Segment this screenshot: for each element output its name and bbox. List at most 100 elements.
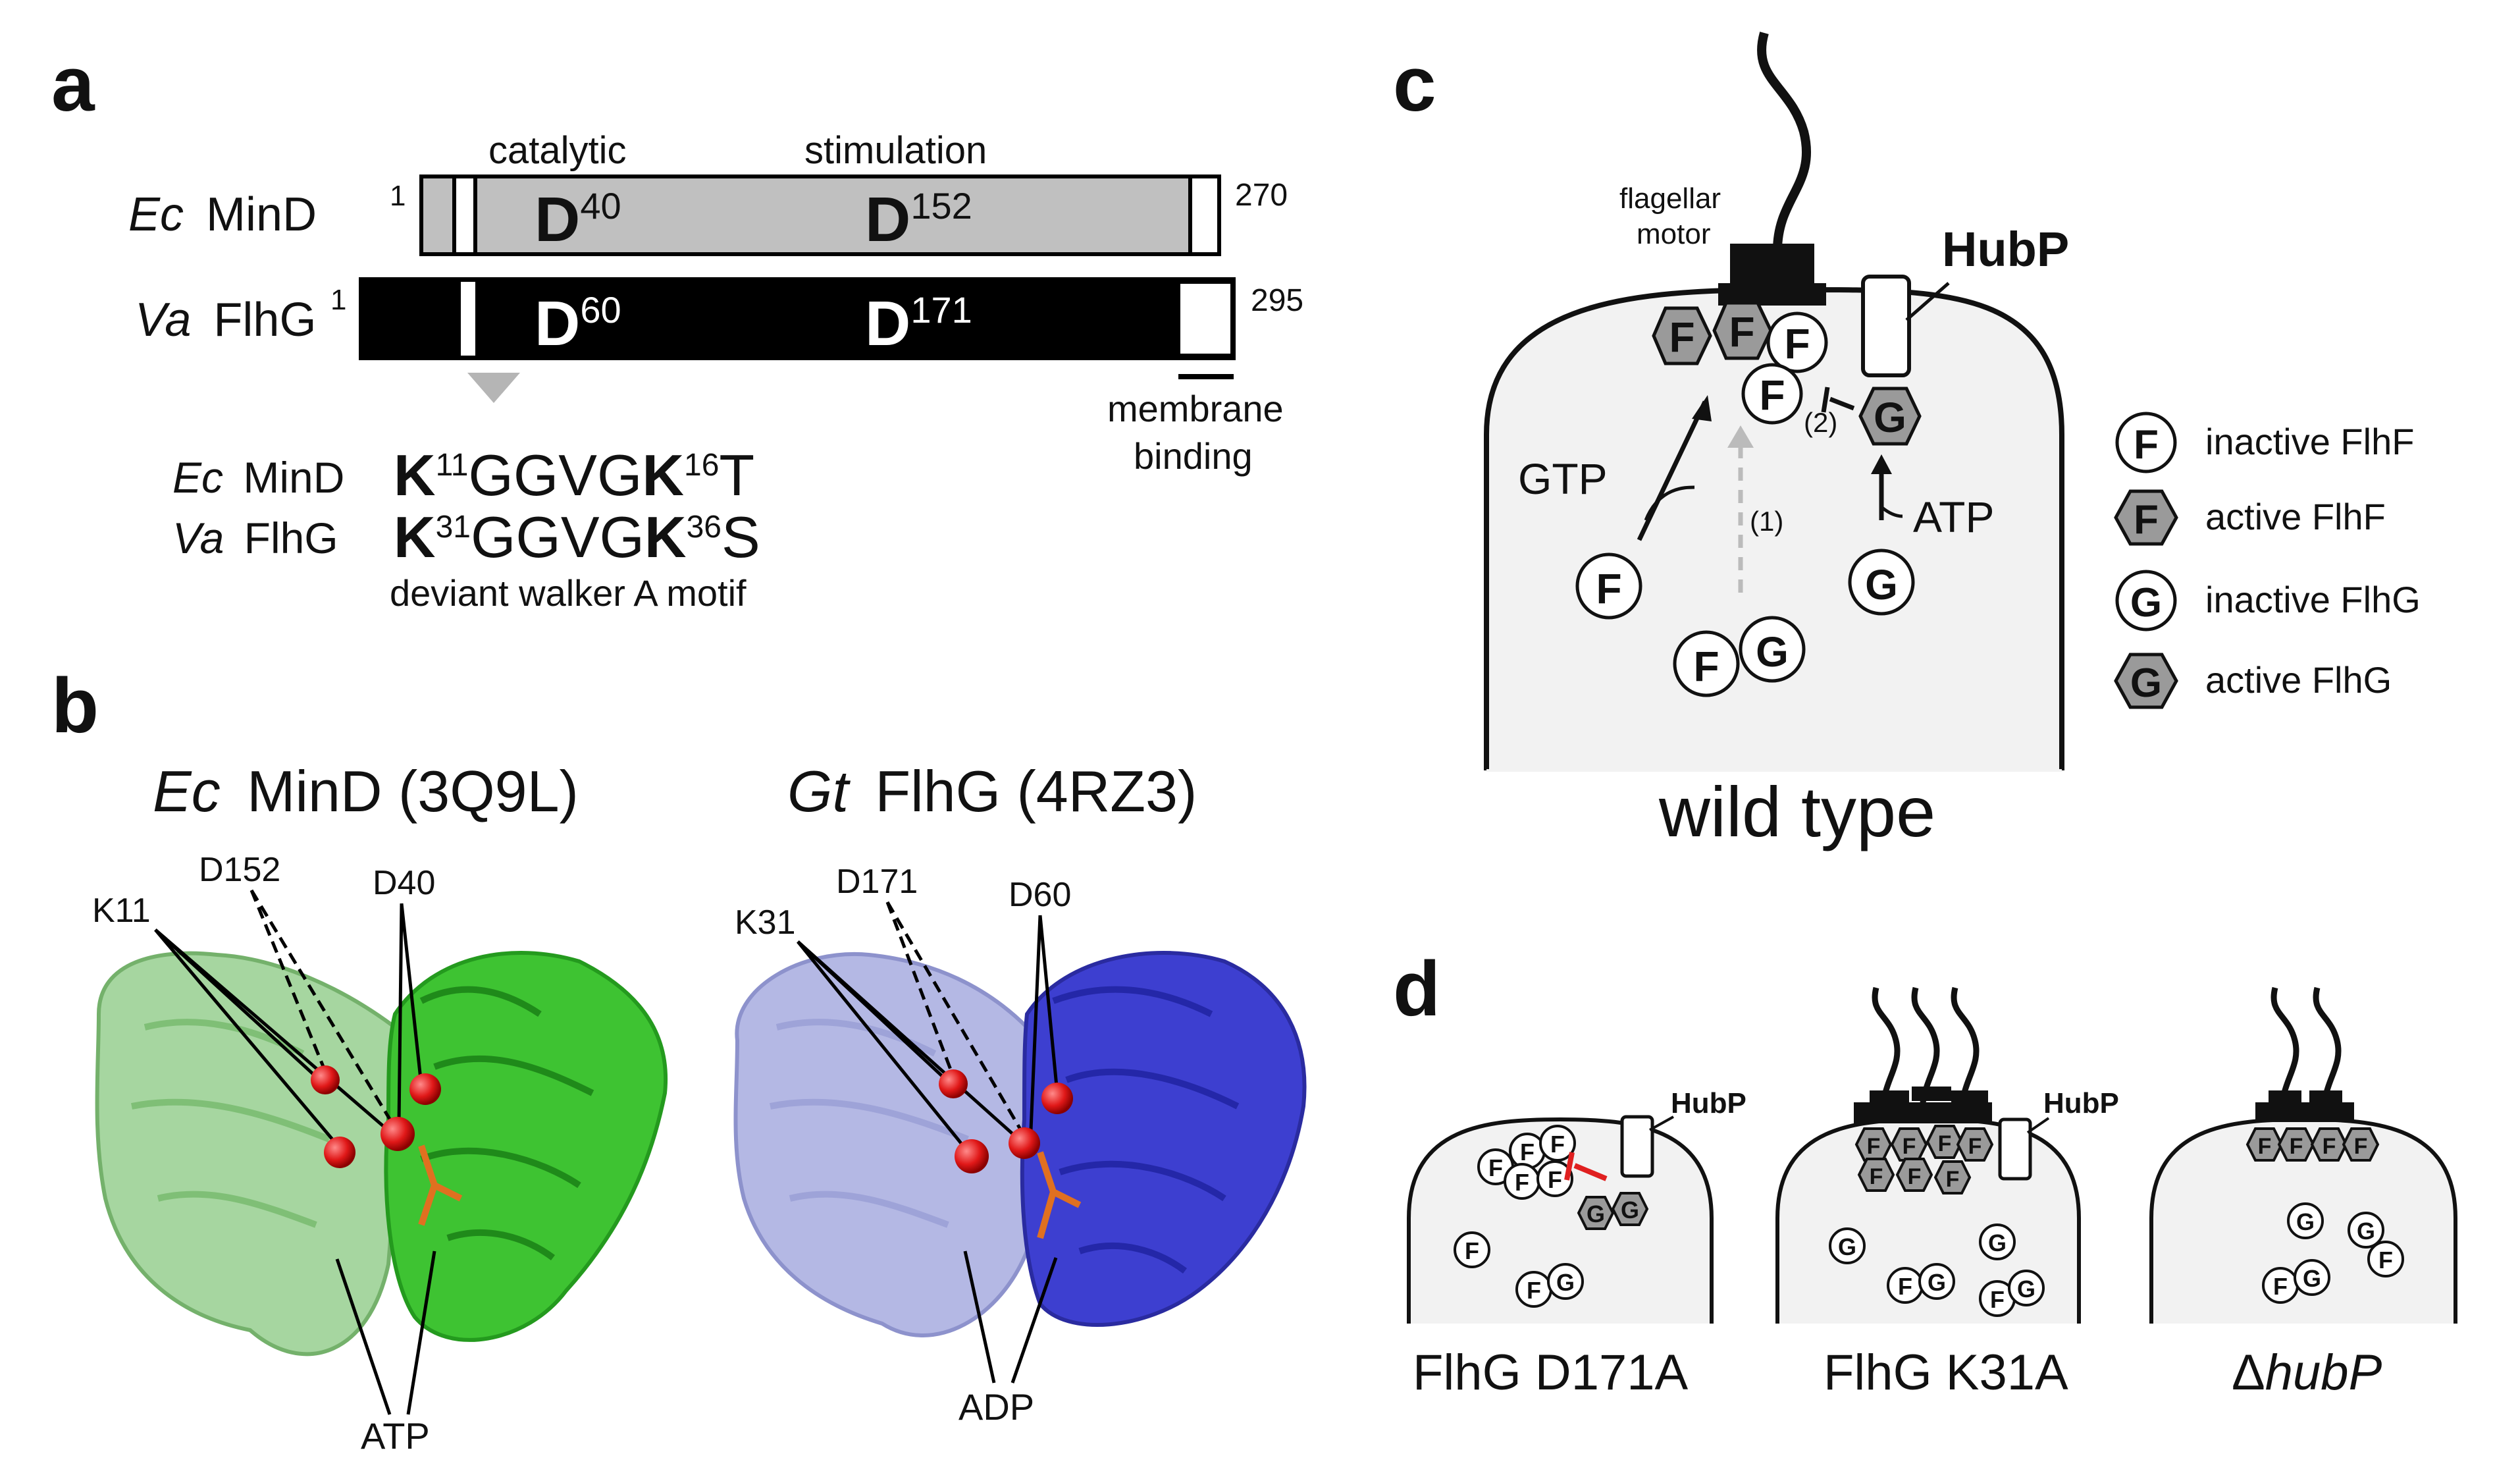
step-1-label: (1) (1750, 506, 1783, 537)
hubp-box-k31a (1998, 1117, 2032, 1181)
flhg-residue-ball-4 (1041, 1083, 1073, 1114)
svg-text:F: F (1548, 1166, 1562, 1193)
flhg-row-label: Va FlhG (135, 294, 316, 346)
flhg-chain-light (733, 952, 1039, 1337)
motif-caption: deviant walker A motif (390, 572, 747, 614)
motif-flhg-label: Va FlhG (172, 514, 338, 562)
svg-text:inactive FlhF: inactive FlhF (2205, 421, 2414, 462)
flhg-domain-bar (359, 277, 1236, 360)
mind-residue-d40: D40 (535, 184, 621, 255)
svg-text:F: F (1527, 1277, 1541, 1304)
cytoplasmic-flhg: G (1848, 549, 1915, 616)
svg-text:active FlhF: active FlhF (2205, 496, 2386, 537)
mind-membrane-box (1188, 175, 1221, 256)
step-1-arrowhead (1727, 425, 1754, 448)
svg-text:G: G (1587, 1200, 1605, 1227)
svg-text:F: F (2134, 497, 2159, 543)
active-flhf-hex-2: F (1712, 301, 1773, 360)
svg-text:F: F (1968, 1134, 1982, 1159)
inactive-flhf-circle-motor: F (1766, 311, 1828, 373)
svg-text:F: F (2290, 1134, 2303, 1159)
flhg-structure-title: Gt FlhG (4RZ3) (787, 759, 1197, 824)
svg-text:F: F (1870, 1164, 1883, 1189)
svg-text:F: F (1729, 308, 1754, 356)
mind-chain-light (95, 951, 400, 1356)
cell-d171a: HubP F F F F F G G F F G (1407, 1087, 1746, 1324)
mind-label-d40: D40 (373, 864, 435, 902)
flagellum (1756, 32, 1812, 251)
hubp-box (1861, 275, 1911, 377)
stimulation-header: stimulation (804, 129, 987, 172)
flhg-end-number: 295 (1251, 283, 1303, 318)
membrane-label-line1: membrane (1107, 388, 1284, 429)
flhf-flhg-complex: F G (1673, 616, 1806, 697)
flhg-membrane-box (1176, 280, 1234, 358)
hubp-box-d171a (1620, 1115, 1654, 1178)
step-2-label: (2) (1804, 407, 1837, 438)
flhg-helix-detail (1052, 986, 1240, 1274)
svg-text:G: G (2017, 1276, 2035, 1302)
gtp-label: GTP (1518, 454, 1608, 503)
flhg-residue-d60: D60 (535, 288, 621, 359)
flhg-dimer-structure (733, 951, 1307, 1337)
gtp-side-branch (1644, 485, 1695, 521)
svg-text:F: F (2134, 422, 2159, 468)
panel-label-b: b (51, 662, 99, 749)
legend-active-flhf: F active FlhF (2114, 489, 2386, 546)
mind-residue-ball-1 (311, 1065, 340, 1094)
atp-side-branch (1880, 506, 1903, 518)
mind-catalytic-box (452, 175, 477, 256)
gtp-arrowhead (1692, 395, 1712, 421)
mind-helix-detail (419, 986, 594, 1261)
mind-residue-d152: D152 (865, 184, 972, 255)
svg-text:F: F (2258, 1134, 2272, 1159)
svg-text:G: G (1621, 1196, 1639, 1223)
mind-residue-ball-2 (324, 1137, 355, 1168)
hubp-label-k31a: HubP (2043, 1087, 2119, 1119)
mind-residue-ball-4 (409, 1073, 441, 1105)
red-inhibition-d171a (1564, 1152, 1608, 1181)
legend-active-flhg: G active FlhG (2114, 653, 2392, 709)
motor-label-line2: motor (1637, 218, 1710, 250)
flhg-catalytic-box (461, 282, 475, 356)
flhg-pointer-lines (797, 901, 1059, 1383)
svg-text:G: G (1928, 1269, 1946, 1296)
flhg-residue-ball-2 (955, 1139, 989, 1173)
mind-structure-title: Ec MinD (3Q9L) (153, 759, 579, 824)
panel-b: b Ec MinD (3Q9L) K11 D152 D40 (51, 662, 1307, 1457)
svg-text:F: F (2273, 1273, 2288, 1300)
mind-row-label: Ec MinD (128, 188, 317, 241)
cell-k31a: HubP F F F F F F F G G F G F G (1775, 986, 2119, 1324)
svg-text:F: F (1908, 1164, 1922, 1189)
hubp-label: HubP (1942, 222, 2069, 277)
cytoplasmic-flhf: F (1575, 552, 1642, 620)
svg-text:F: F (1898, 1273, 1912, 1300)
svg-text:F: F (2354, 1134, 2368, 1159)
flhg-label-d171: D171 (836, 863, 918, 901)
mind-residue-ball-3 (381, 1117, 415, 1151)
svg-text:F: F (1759, 371, 1785, 419)
svg-text:G: G (1556, 1269, 1575, 1296)
mind-chain-dark (384, 951, 668, 1342)
svg-text:G: G (2357, 1218, 2375, 1245)
atp-label: ATP (1913, 493, 1994, 541)
panel-c: c flagellar motor HubP F F F F (1393, 32, 2421, 851)
legend-inactive-flhg: G inactive FlhG (2115, 570, 2421, 631)
panel-label-d: d (1393, 946, 1440, 1033)
svg-text:F: F (1596, 565, 1621, 612)
svg-text:active FlhG: active FlhG (2205, 659, 2392, 701)
svg-text:G: G (1756, 628, 1789, 676)
flhg-adp-sticks (1037, 1151, 1082, 1239)
svg-text:F: F (1550, 1131, 1565, 1158)
caption-d171a: FlhG D171A (1413, 1345, 1688, 1401)
legend-inactive-flhf: F inactive FlhF (2115, 412, 2414, 473)
hubp-pointer (1905, 282, 1950, 321)
svg-text:F: F (1867, 1134, 1881, 1159)
svg-text:F: F (1990, 1286, 2005, 1313)
gtp-arrow (1637, 400, 1708, 541)
svg-text:G: G (2296, 1208, 2315, 1235)
svg-text:F: F (1784, 320, 1810, 367)
motif-mind-sequence: K11GGVGK16T (394, 443, 754, 508)
svg-text:F: F (1946, 1167, 1960, 1192)
